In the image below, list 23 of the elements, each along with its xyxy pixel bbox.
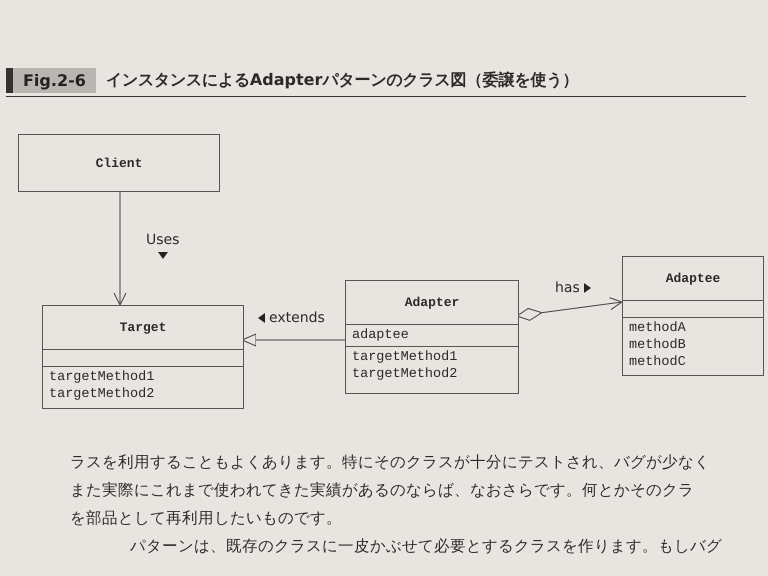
- attribute: adaptee: [352, 327, 410, 344]
- method: targetMethod2: [49, 386, 156, 403]
- class-name: Adapter: [404, 295, 460, 310]
- method: targetMethod1: [352, 349, 458, 366]
- class-box: [42, 305, 244, 409]
- method: methodA: [629, 320, 687, 337]
- method: targetMethod1: [49, 369, 156, 386]
- class-name: Adaptee: [666, 271, 720, 286]
- method: methodC: [629, 354, 687, 371]
- body-text: また実際にこれまで使われてきた実績があるのならば、なおさらです。何とかそのクラ: [70, 480, 695, 501]
- body-text: パターンは、既存のクラスに一皮かぶせて必要とするクラスを作ります。もしバグ: [129, 536, 723, 557]
- figure-number: Fig.2-6: [6, 68, 96, 92]
- connector: [114, 190, 126, 306]
- class-box: [18, 134, 220, 192]
- class-name: Target: [120, 320, 166, 335]
- class-box: [622, 256, 764, 376]
- method: methodB: [629, 337, 687, 354]
- class-box: [345, 280, 519, 394]
- class-name: Client: [96, 156, 142, 170]
- figure-title: インスタンスによるAdapterパターンのクラス図（委譲を使う）: [106, 70, 578, 90]
- body-text: を部品として再利用したいものです。: [70, 508, 343, 529]
- body-text: ラスを利用することもよくあります。特にそのクラスが十分にテストされ、バグが少なく: [70, 452, 711, 473]
- method: targetMethod2: [352, 366, 458, 383]
